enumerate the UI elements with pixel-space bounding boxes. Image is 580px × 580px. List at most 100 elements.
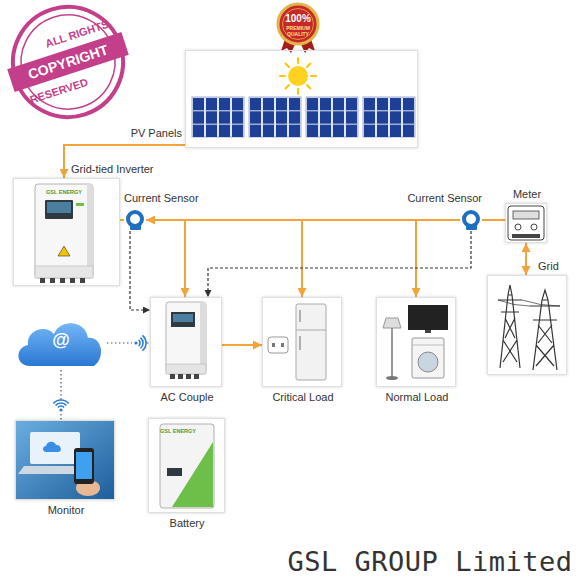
- sun-icon: [280, 75, 285, 77]
- wifi-symbol: [53, 400, 68, 407]
- node-label: Meter: [513, 188, 541, 201]
- inverter-device: [58, 246, 70, 256]
- node-label: Grid: [538, 260, 559, 273]
- panel-array: PV Panels: [185, 50, 418, 148]
- ac-coupler-device: [166, 302, 206, 379]
- sun-icon: [288, 66, 308, 86]
- signal-connector: [208, 231, 471, 297]
- solar-panels: [306, 97, 358, 137]
- wifi-symbol: [132, 333, 146, 353]
- inverter-device: [70, 278, 75, 283]
- grid-box: Grid: [487, 275, 567, 375]
- sun-icon: [286, 85, 290, 89]
- transmission-towers: [498, 285, 522, 368]
- battery-picture: [160, 424, 214, 508]
- monitor-picture: [16, 421, 114, 499]
- monitor-picture: [76, 452, 92, 479]
- normal-load-picture: [383, 305, 448, 380]
- critical-load-picture: [268, 337, 288, 353]
- signal-connector: [130, 231, 150, 310]
- critical-load-picture: [299, 310, 301, 322]
- brand-mark: GSL ENERGY: [160, 428, 196, 434]
- monitor-picture: [16, 421, 114, 499]
- current-sensor-clamp: [128, 212, 142, 226]
- sun-icon: [297, 89, 299, 94]
- current-sensor-clamp: [130, 224, 141, 230]
- critical-load-picture: [296, 330, 326, 331]
- cloud-shape: [18, 323, 101, 366]
- node-label: AC Couple: [160, 391, 213, 404]
- transmission-towers: [498, 300, 560, 306]
- ac-coupler-device: [166, 364, 206, 374]
- power-connector: [416, 220, 460, 297]
- ac-coupler-device: [200, 302, 206, 364]
- inverter-device: [47, 202, 71, 213]
- node-label: Battery: [170, 517, 205, 530]
- stamp-text: COPYRIGHT: [26, 41, 110, 82]
- inverter-device: [50, 278, 55, 283]
- node-label: Grid-tied Inverter: [71, 163, 154, 176]
- copyright-stamp: [0, 0, 142, 133]
- energy-meter: [508, 206, 544, 240]
- sun-icon: [280, 58, 316, 94]
- sun-icon: [286, 64, 290, 68]
- normal-load-picture: [412, 345, 444, 346]
- ac-coupler-device: [166, 302, 206, 374]
- inverter-device: [35, 184, 93, 283]
- critical-load-picture: [296, 304, 326, 380]
- energy-meter: [508, 206, 544, 240]
- current-sensor-clamp: [464, 212, 478, 230]
- battery-picture: [160, 424, 214, 508]
- load-box: Normal Load: [376, 297, 456, 387]
- inverter-device: [76, 203, 84, 206]
- power-connector: [64, 145, 185, 178]
- sun-icon: [307, 85, 311, 89]
- node-label: @: [52, 330, 70, 351]
- wifi-symbol: [59, 408, 62, 411]
- monitor-picture: [74, 448, 94, 484]
- solar-panels: [306, 97, 358, 137]
- current-sensor-clamp: [466, 224, 477, 230]
- ac-coupler-device: [173, 314, 193, 322]
- solar-panels: [363, 97, 415, 137]
- brand-mark: GSL ENERGY: [46, 189, 82, 195]
- badge-text: 100%: [285, 13, 311, 25]
- transmission-towers: [530, 290, 560, 370]
- power-connector: [525, 243, 527, 275]
- inverter-device: [60, 278, 65, 283]
- battery-picture: [167, 468, 182, 476]
- wifi-symbol: [51, 400, 71, 413]
- normal-load-picture: [408, 305, 448, 330]
- node-label: Critical Load: [272, 391, 333, 404]
- critical-load-picture: [281, 343, 284, 347]
- node-label: Normal Load: [386, 391, 449, 404]
- monitor-picture: [43, 442, 61, 452]
- current-sensor-clamp: [128, 212, 142, 230]
- solar-panels: [363, 97, 415, 137]
- transmission-towers: [498, 285, 560, 370]
- solar-panels: [192, 97, 244, 137]
- normal-load-picture: [383, 318, 401, 328]
- current-sensor-clamp: [464, 212, 478, 226]
- energy-meter: [515, 224, 521, 230]
- monitor-picture: [30, 432, 80, 464]
- power-connector: [120, 219, 124, 221]
- critical-load-picture: [299, 336, 301, 350]
- ac-coupler-device: [194, 374, 199, 379]
- copyright-stamp: [9, 3, 127, 121]
- critical-load-picture: [272, 343, 275, 347]
- inverter-device: [35, 184, 93, 278]
- wifi-symbol: [132, 333, 146, 353]
- power-connector: [146, 220, 302, 297]
- wifi-symbol: [51, 400, 71, 413]
- inverter-device: [87, 184, 93, 266]
- solar-panels: [192, 97, 415, 137]
- quality-badge: [278, 4, 318, 44]
- monitor-box: Monitor: [15, 420, 115, 500]
- node-label: Current Sensor: [124, 192, 199, 205]
- sun-icon: [311, 75, 316, 77]
- wifi-symbol: [139, 335, 146, 350]
- power-connector: [482, 219, 505, 221]
- badge-text: PREMIUM QUALITY: [283, 26, 313, 37]
